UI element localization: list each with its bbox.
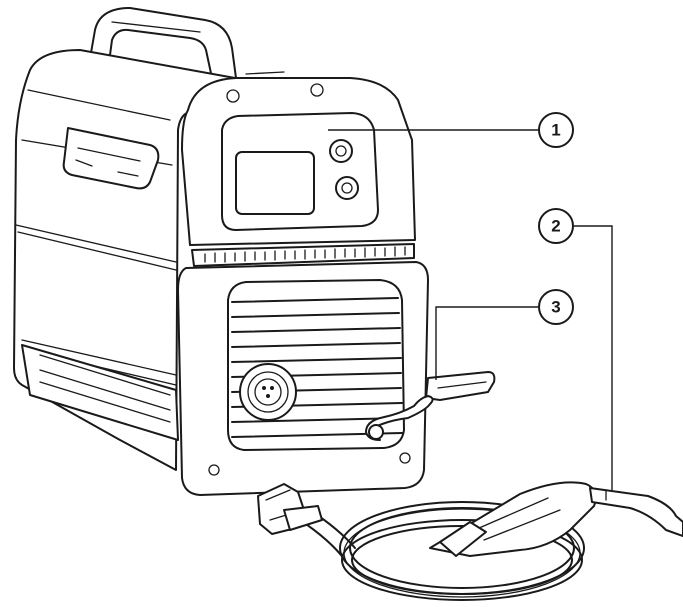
torch-trigger: [439, 521, 487, 557]
ground-clamp: [425, 371, 496, 401]
cable-tail: [365, 395, 434, 441]
callout-3-label: 3: [551, 298, 560, 317]
side-grip: [62, 127, 160, 190]
callout-1-label: 1: [551, 121, 560, 140]
knob-upper: [329, 139, 353, 163]
torch-assembly: [257, 481, 683, 601]
output-socket: [239, 363, 297, 421]
vent-strip: [191, 243, 415, 267]
welder-machine: [13, 7, 496, 496]
torch-neck: [589, 487, 683, 537]
callout-1: 1: [328, 112, 574, 148]
carry-handle: [87, 7, 237, 79]
callout-3: 3: [435, 289, 574, 380]
hose-lead: [299, 519, 346, 561]
display-screen: [235, 151, 315, 215]
base-rail: [21, 344, 179, 441]
knob-lower: [335, 176, 359, 200]
callout-2: 2: [538, 208, 613, 490]
callout-2-label: 2: [551, 217, 560, 236]
